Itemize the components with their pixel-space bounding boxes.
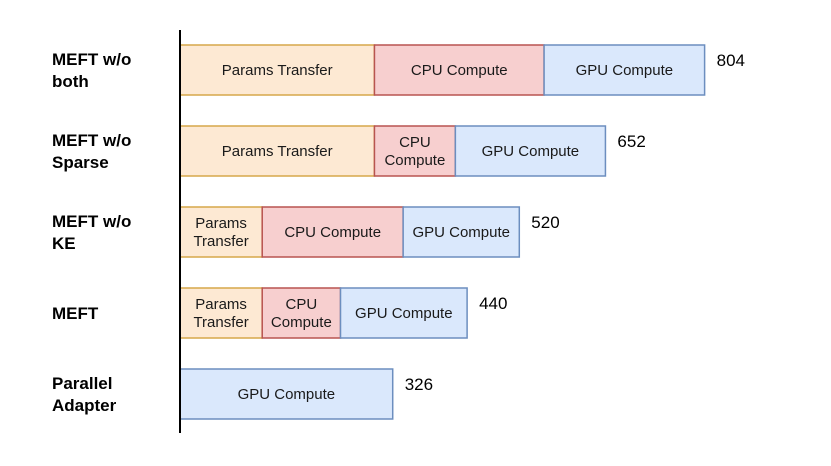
segment-label-line: Compute — [384, 152, 445, 169]
category-label-line: MEFT w/o — [52, 131, 131, 150]
bar-segment-cpu-compute — [261, 287, 342, 339]
segment-label-params-transfer: Params Transfer — [222, 62, 333, 79]
segment-label-gpu-compute: GPU Compute — [355, 305, 453, 322]
segment-label-line: Params — [195, 215, 247, 232]
segment-label-line: Params — [195, 296, 247, 313]
segment-label-line: GPU Compute — [412, 224, 510, 241]
segment-label-line: GPU Compute — [238, 386, 336, 403]
segment-label-line: Transfer — [193, 314, 248, 331]
category-label-line: Sparse — [52, 153, 109, 172]
total-value-label: 326 — [405, 375, 433, 394]
category-label-line: MEFT — [52, 304, 99, 323]
segment-label-gpu-compute: GPU Compute — [238, 386, 336, 403]
segment-label-line: Compute — [271, 314, 332, 331]
total-value-label: 804 — [717, 51, 745, 70]
total-value-label: 440 — [479, 294, 507, 313]
segment-label-line: GPU Compute — [355, 305, 453, 322]
category-label-meft-w-o-both: MEFT w/o both — [52, 50, 131, 91]
total-labels: 804 652 520 440 326 — [405, 51, 745, 394]
segment-label-line: CPU — [286, 296, 318, 313]
total-value-label: 652 — [617, 132, 645, 151]
category-label-line: Adapter — [52, 396, 117, 415]
segment-label-line: Params Transfer — [222, 62, 333, 79]
segment-label-line: Params Transfer — [222, 143, 333, 160]
bar-segment-gpu-compute — [339, 287, 468, 339]
bar-segment-gpu-compute — [454, 125, 607, 177]
category-label-meft: MEFT — [52, 304, 99, 323]
bar-segment-cpu-compute — [373, 44, 545, 96]
segment-label-line: CPU Compute — [284, 224, 381, 241]
segment-label-cpu-compute: CPU Compute — [411, 62, 508, 79]
category-label-line: KE — [52, 234, 76, 253]
segment-label-gpu-compute: GPU Compute — [412, 224, 510, 241]
segment-label-line: Transfer — [193, 233, 248, 250]
segment-label-gpu-compute: GPU Compute — [576, 62, 674, 79]
bar-segment-gpu-compute — [543, 44, 706, 96]
bar-segment-params-transfer — [179, 206, 263, 258]
segment-label-cpu-compute: CPU Compute — [284, 224, 381, 241]
bar-segment-params-transfer — [179, 44, 376, 96]
segment-label-line: CPU Compute — [411, 62, 508, 79]
total-value-label: 520 — [531, 213, 559, 232]
category-label-line: MEFT w/o — [52, 212, 131, 231]
category-label-line: Parallel — [52, 374, 113, 393]
bar-segment-cpu-compute — [261, 206, 404, 258]
segment-label-params-transfer: Params Transfer — [222, 143, 333, 160]
bar-segment-cpu-compute — [373, 125, 457, 177]
bar-segment-gpu-compute — [179, 368, 394, 420]
segment-label-line: GPU Compute — [482, 143, 580, 160]
bar-segment-gpu-compute — [402, 206, 521, 258]
segment-label-line: CPU — [399, 134, 431, 151]
segment-label-gpu-compute: GPU Compute — [482, 143, 580, 160]
segment-label-line: GPU Compute — [576, 62, 674, 79]
category-label-line: MEFT w/o — [52, 50, 131, 69]
category-label-line: both — [52, 72, 89, 91]
